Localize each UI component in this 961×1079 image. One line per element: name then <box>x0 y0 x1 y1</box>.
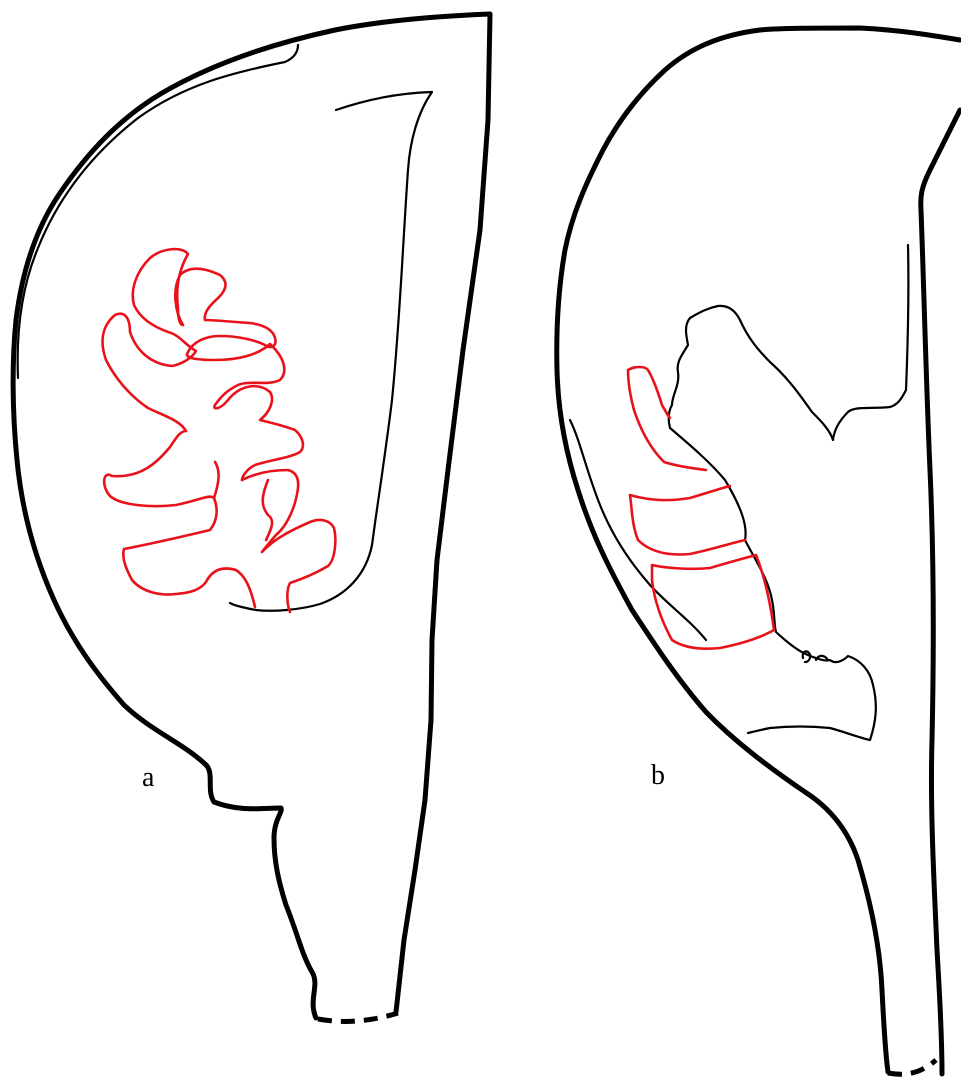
panel-b-red-segments <box>628 367 774 649</box>
red-fold-path <box>103 249 255 607</box>
red-fold-path <box>242 470 335 612</box>
panel-a-label: a <box>142 764 154 792</box>
panel-b <box>557 28 960 1074</box>
red-segment-path <box>628 367 706 470</box>
panel-a <box>13 14 490 1021</box>
panel-b-dash-bottom <box>888 1060 936 1074</box>
red-segment-path <box>652 555 774 649</box>
red-segment-path <box>630 486 745 554</box>
panel-b-outer-outline <box>921 110 960 1074</box>
panel-b-left-outline <box>557 28 960 1072</box>
panel-a-outer-outline <box>13 14 490 1018</box>
panel-a-red-folds <box>103 249 336 612</box>
red-fold-path <box>175 269 303 480</box>
panel-a-dash-bottom <box>318 1013 398 1021</box>
panel-b-label: b <box>651 762 665 790</box>
